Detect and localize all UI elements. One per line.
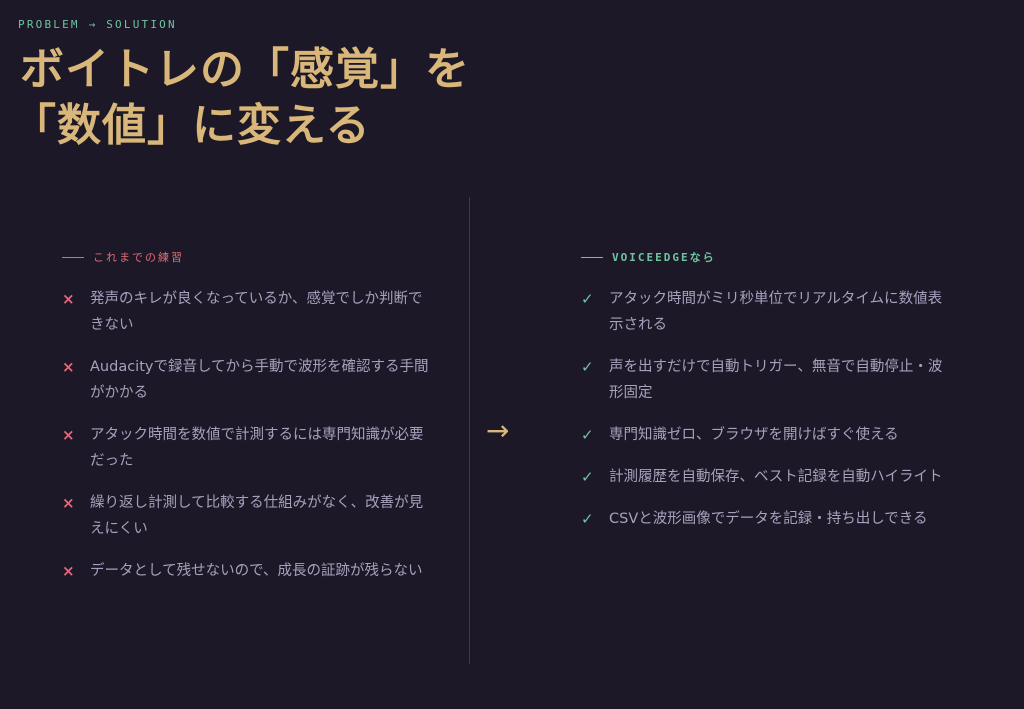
dash-icon	[62, 256, 84, 258]
solutions-column: VOICEEDGEなら ✓ アタック時間がミリ秒単位でリアルタイムに数値表示され…	[581, 250, 951, 548]
problems-column: これまでの練習 × 発声のキレが良くなっているか、感覚でしか判断できない × A…	[62, 250, 432, 600]
solution-item: ✓ 専門知識ゼロ、ブラウザを開けばすぐ使える	[581, 422, 951, 448]
arrow-right-icon: →	[486, 414, 510, 447]
solution-text: アタック時間がミリ秒単位でリアルタイムに数値表示される	[609, 291, 943, 333]
problem-text: データとして残せないので、成長の証跡が残らない	[90, 563, 423, 579]
cross-icon: ×	[62, 494, 75, 512]
dash-icon	[581, 256, 603, 258]
solution-text: 計測履歴を自動保存、ベスト記録を自動ハイライト	[609, 469, 943, 485]
problems-label-text: これまでの練習	[93, 251, 184, 264]
column-divider	[469, 197, 470, 664]
problem-item: × 発声のキレが良くなっているか、感覚でしか判断できない	[62, 286, 432, 338]
problem-item: × データとして残せないので、成長の証跡が残らない	[62, 558, 432, 584]
eyebrow-label: PROBLEM → SOLUTION	[18, 18, 177, 31]
check-icon: ✓	[581, 290, 594, 308]
solutions-list: ✓ アタック時間がミリ秒単位でリアルタイムに数値表示される ✓ 声を出すだけで自…	[581, 286, 951, 532]
solution-item: ✓ 計測履歴を自動保存、ベスト記録を自動ハイライト	[581, 464, 951, 490]
solution-item: ✓ CSVと波形画像でデータを記録・持ち出しできる	[581, 506, 951, 532]
problems-label: これまでの練習	[62, 250, 432, 264]
solution-item: ✓ アタック時間がミリ秒単位でリアルタイムに数値表示される	[581, 286, 951, 338]
problem-text: 繰り返し計測して比較する仕組みがなく、改善が見えにくい	[90, 495, 424, 537]
cross-icon: ×	[62, 290, 75, 308]
solution-text: CSVと波形画像でデータを記録・持ち出しできる	[609, 511, 928, 527]
check-icon: ✓	[581, 468, 594, 486]
check-icon: ✓	[581, 358, 594, 376]
check-icon: ✓	[581, 426, 594, 444]
problems-list: × 発声のキレが良くなっているか、感覚でしか判断できない × Audacityで…	[62, 286, 432, 584]
solutions-label: VOICEEDGEなら	[581, 250, 951, 264]
problem-item: × 繰り返し計測して比較する仕組みがなく、改善が見えにくい	[62, 490, 432, 542]
problem-text: Audacityで録音してから手動で波形を確認する手間がかかる	[90, 359, 429, 401]
problem-text: アタック時間を数値で計測するには専門知識が必要だった	[90, 427, 424, 469]
cross-icon: ×	[62, 562, 75, 580]
check-icon: ✓	[581, 510, 594, 528]
title-line-2: 「数値」に変える	[12, 100, 371, 151]
problem-item: × アタック時間を数値で計測するには専門知識が必要だった	[62, 422, 432, 474]
solution-item: ✓ 声を出すだけで自動トリガー、無音で自動停止・波形固定	[581, 354, 951, 406]
title-line-1: ボイトレの「感覚」を	[20, 44, 470, 95]
page-title: ボイトレの「感覚」を 「数値」に変える	[12, 42, 470, 154]
solution-text: 声を出すだけで自動トリガー、無音で自動停止・波形固定	[609, 359, 943, 401]
problem-text: 発声のキレが良くなっているか、感覚でしか判断できない	[90, 291, 423, 333]
cross-icon: ×	[62, 426, 75, 444]
cross-icon: ×	[62, 358, 75, 376]
solution-text: 専門知識ゼロ、ブラウザを開けばすぐ使える	[609, 427, 899, 443]
problem-item: × Audacityで録音してから手動で波形を確認する手間がかかる	[62, 354, 432, 406]
solutions-label-text: VOICEEDGEなら	[612, 251, 716, 264]
